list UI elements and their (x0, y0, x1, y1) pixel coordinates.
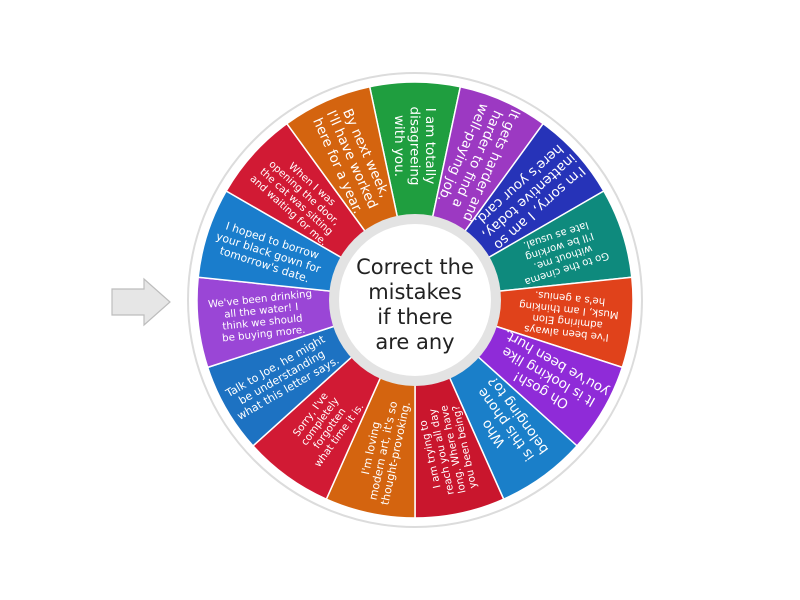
wheel-segment-text: I am trying toreach you all daylong. Whe… (416, 402, 480, 499)
wheel-segment-line: with you. (391, 115, 407, 177)
wheel-segment-line: I am totally (422, 108, 438, 185)
wheel-segment-text: Go to the cinemawithout me.I'll be worki… (512, 216, 610, 287)
wheel-segment-text: I am totallydisagreeingwith you. (391, 107, 438, 186)
wheel-hub[interactable] (339, 224, 491, 376)
wheel-segment-line: disagreeing (406, 107, 422, 186)
pointer-arrow (111, 277, 171, 327)
arrow-right-icon (111, 277, 171, 327)
